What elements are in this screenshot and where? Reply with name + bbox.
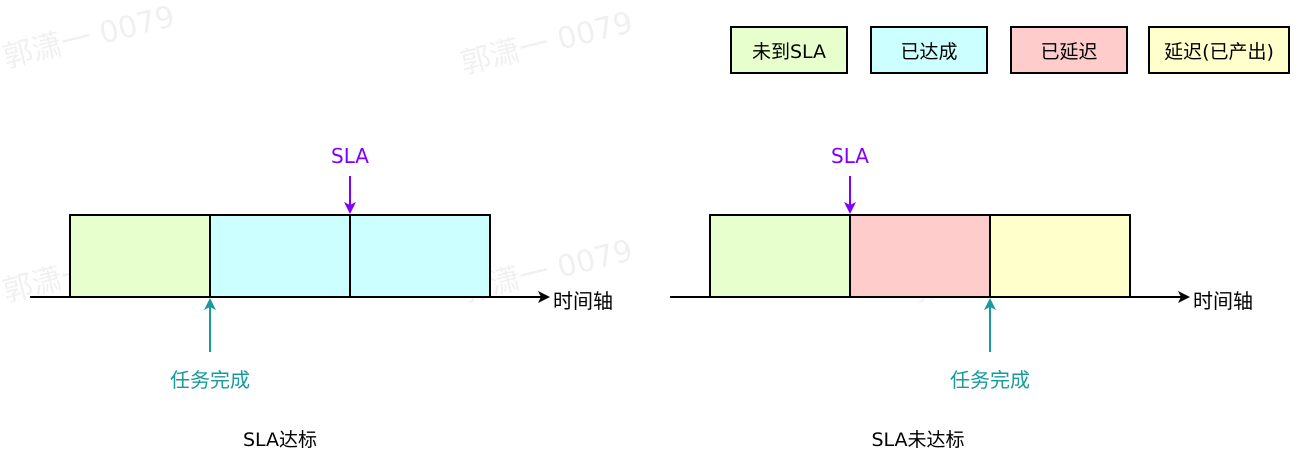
timeline-segment [69, 214, 211, 298]
panel-caption: SLA达标 [242, 429, 318, 451]
sla-label: SLA [331, 144, 369, 168]
timeline-segment [209, 214, 351, 298]
legend-item-delayed-produced: 延迟(已产出) [1148, 26, 1290, 74]
panel-caption: SLA未达标 [871, 429, 965, 451]
timeline-segment [849, 214, 991, 298]
task-complete-label: 任务完成 [170, 368, 250, 392]
task-complete-label: 任务完成 [950, 368, 1030, 392]
timeline-segment [349, 214, 491, 298]
timeline-segment [989, 214, 1131, 298]
sla-label: SLA [831, 144, 869, 168]
legend-item-delayed: 已延迟 [1010, 26, 1128, 74]
timeline-segment [709, 214, 851, 298]
legend-item-achieved: 已达成 [870, 26, 988, 74]
legend-item-not-reached: 未到SLA [730, 26, 848, 74]
axis-label: 时间轴 [553, 289, 613, 313]
axis-label: 时间轴 [1193, 289, 1253, 313]
